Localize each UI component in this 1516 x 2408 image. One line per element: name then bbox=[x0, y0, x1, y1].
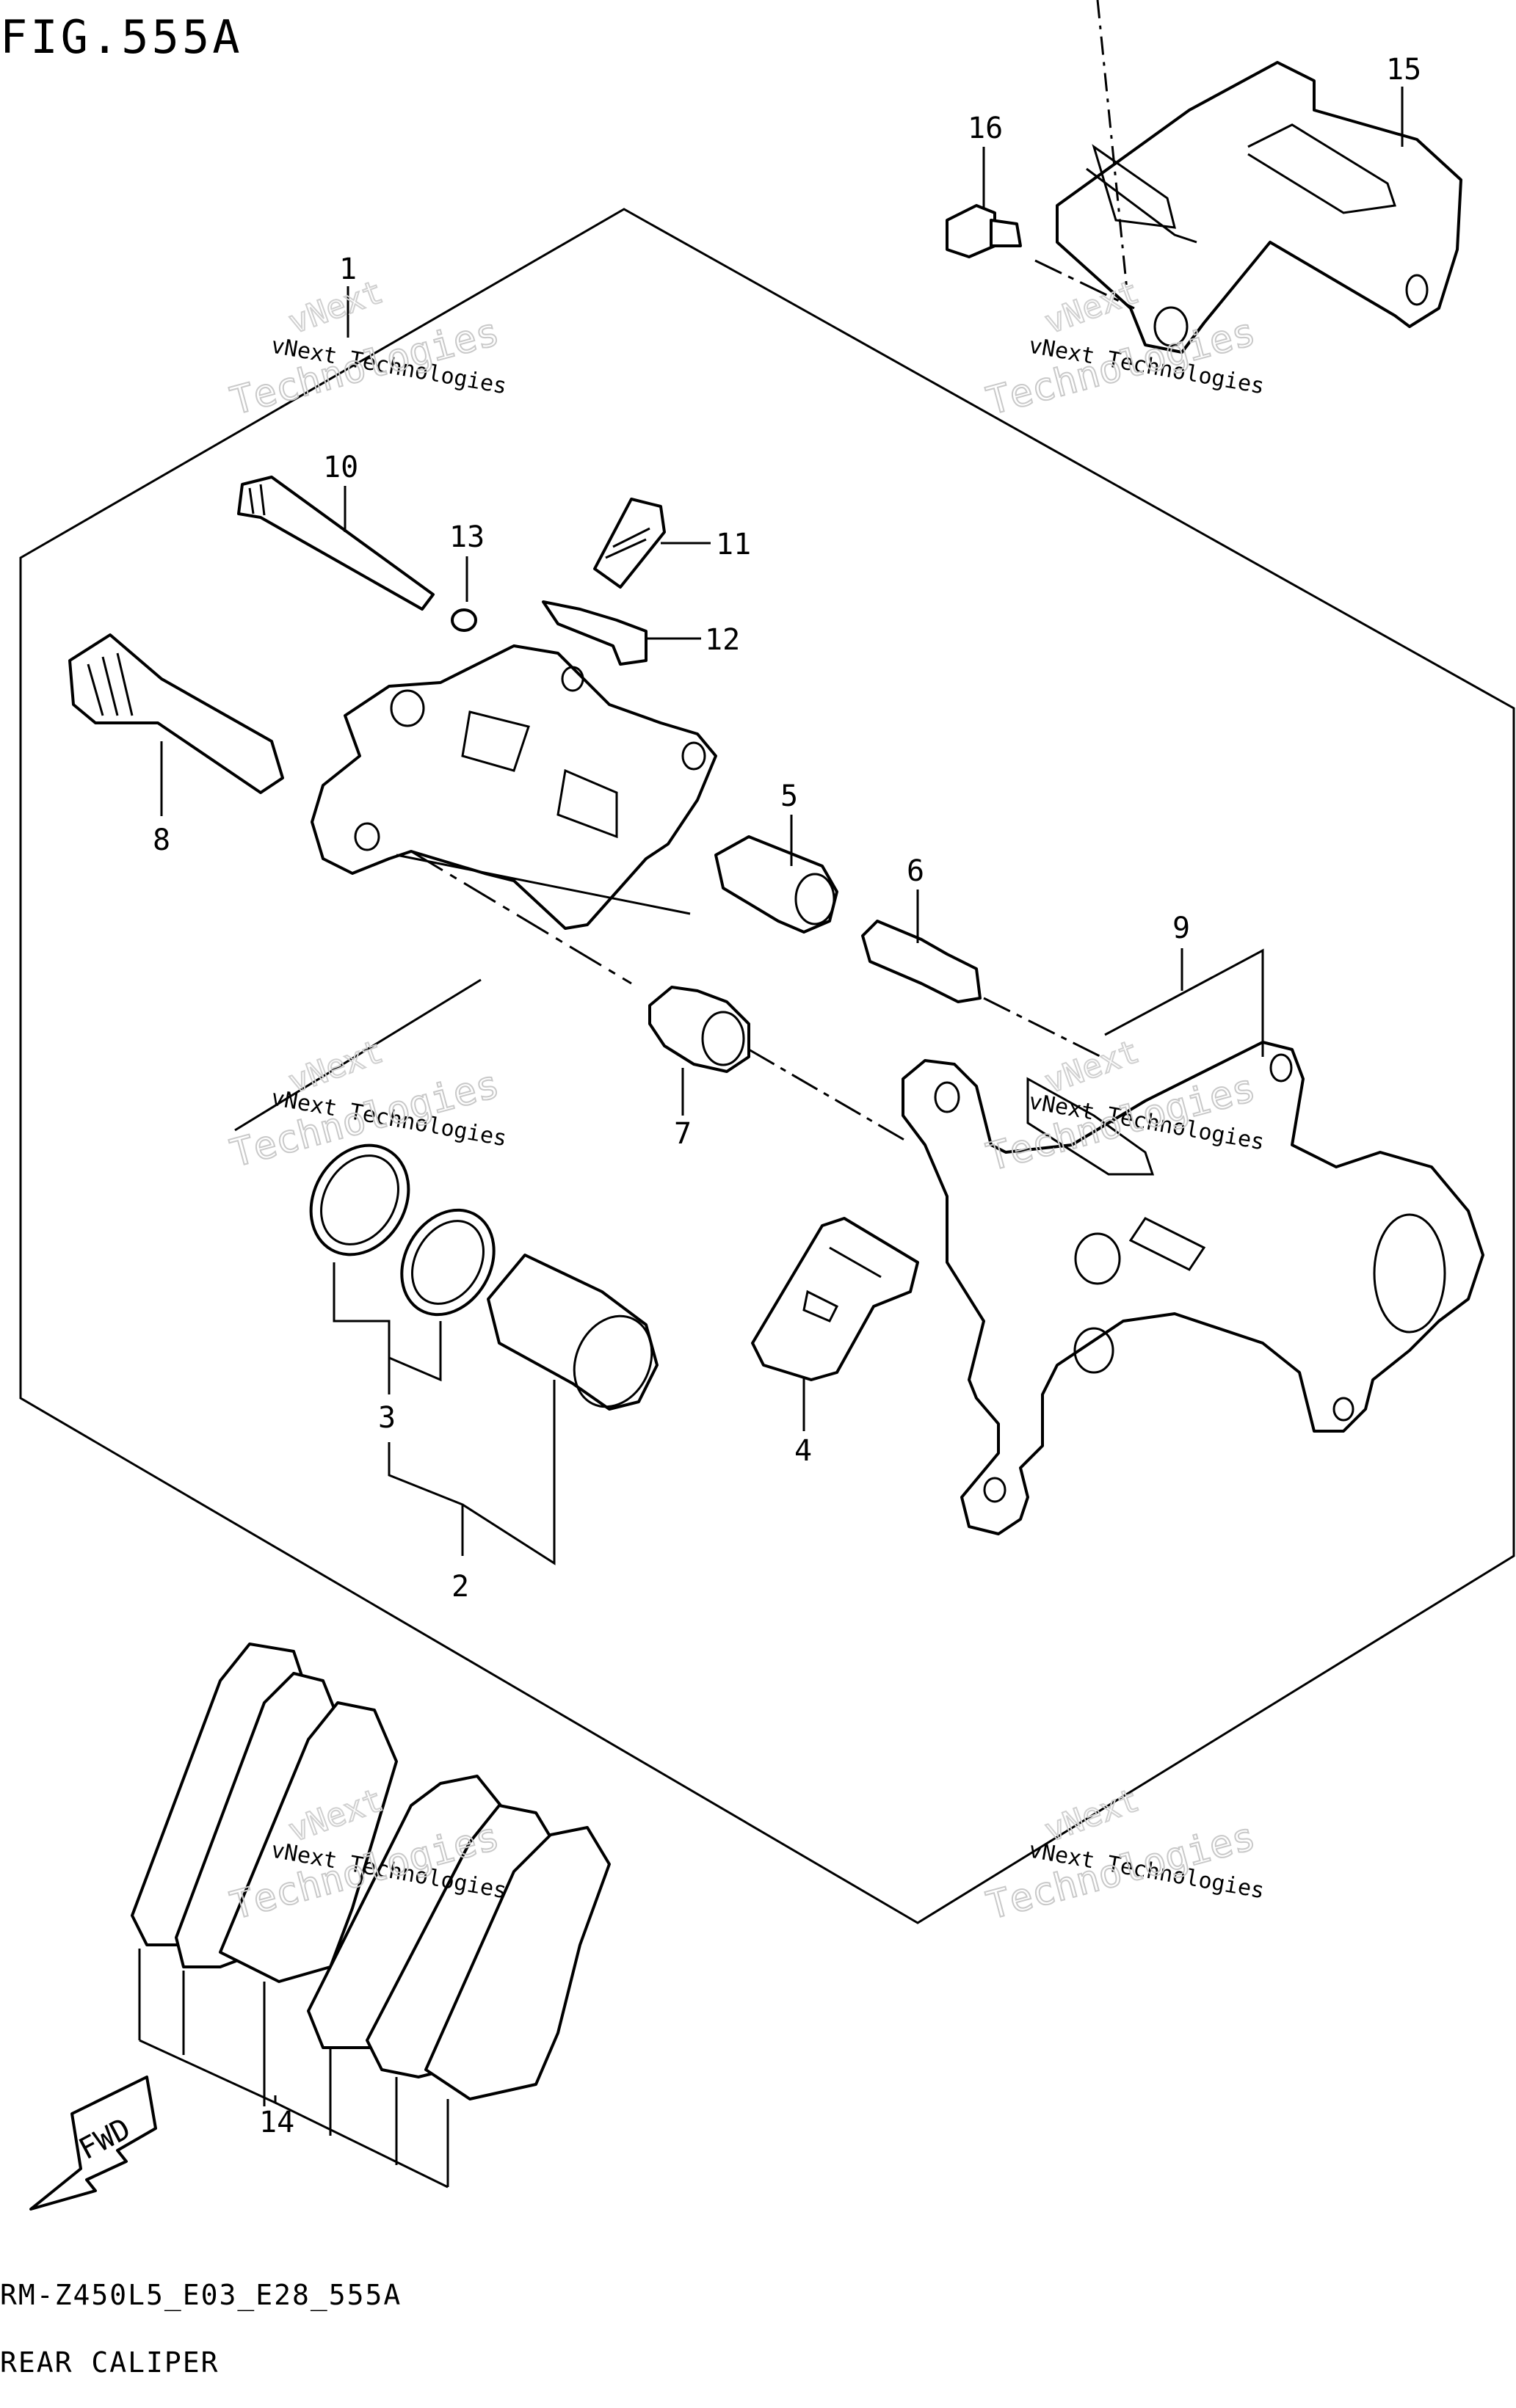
callout-8: 8 bbox=[153, 823, 170, 857]
callout-12: 12 bbox=[705, 623, 740, 657]
part-8-main-pin bbox=[68, 633, 284, 794]
callout-1: 1 bbox=[339, 252, 357, 286]
part-14-brake-pads bbox=[131, 1643, 611, 2187]
part-12-cap bbox=[542, 600, 648, 666]
part-1-caliper-body bbox=[311, 644, 717, 930]
watermark-6: vNext vNext Technologies Technologies bbox=[982, 1780, 1266, 1929]
part-7-boot bbox=[648, 986, 750, 1073]
part-13-oring bbox=[451, 608, 477, 632]
leader-9a bbox=[1104, 948, 1264, 1057]
part-2-piston bbox=[487, 1254, 659, 1411]
leader-2a bbox=[388, 1442, 464, 1556]
leader-14b bbox=[275, 2101, 449, 2189]
callout-9: 9 bbox=[1172, 912, 1190, 945]
leader-dash-6 bbox=[983, 997, 1102, 1058]
svg-text:vNext: vNext bbox=[283, 273, 388, 341]
assembly-frame bbox=[19, 208, 1515, 1924]
callout-5: 5 bbox=[780, 779, 798, 813]
leader-3b bbox=[388, 1321, 442, 1382]
part-15-bracket bbox=[1056, 61, 1462, 354]
figure-code: RM-Z450L5_E03_E28_555A bbox=[0, 2279, 402, 2312]
callout-3: 3 bbox=[378, 1401, 396, 1435]
svg-text:vNext: vNext bbox=[1040, 1033, 1144, 1101]
callout-11: 11 bbox=[716, 528, 751, 561]
leader-3a bbox=[333, 1262, 391, 1394]
callout-10: 10 bbox=[323, 451, 358, 484]
leader-2b bbox=[462, 1380, 556, 1565]
leader-dash-7 bbox=[748, 1048, 907, 1143]
part-3-seals bbox=[309, 1143, 496, 1317]
svg-text:vNext: vNext bbox=[1040, 273, 1144, 341]
fwd-arrow: FWD bbox=[29, 2076, 157, 2211]
part-10-pin bbox=[237, 476, 435, 611]
figure-name: REAR CALIPER bbox=[0, 2346, 220, 2379]
callout-2: 2 bbox=[451, 1570, 469, 1604]
callout-16: 16 bbox=[968, 112, 1003, 145]
leader-dash-16-15 bbox=[1034, 259, 1135, 310]
callout-7: 7 bbox=[674, 1117, 692, 1151]
part-9-support-bracket bbox=[902, 1041, 1484, 1535]
leader-14a bbox=[139, 2039, 277, 2105]
caliper-edge bbox=[396, 854, 691, 915]
part-11-bleeder bbox=[593, 498, 666, 589]
leader-dash-caliper bbox=[410, 850, 632, 985]
watermark-1: vNext vNext Technologies Technologies bbox=[225, 272, 509, 424]
leader-dash-seal bbox=[234, 978, 482, 1132]
leader-dash-15 bbox=[1096, 0, 1128, 291]
part-16-bolt bbox=[946, 204, 1022, 258]
callout-14: 14 bbox=[259, 2106, 294, 2139]
svg-text:vNext: vNext bbox=[1040, 1781, 1144, 1849]
part-4-pad-spring bbox=[751, 1217, 919, 1381]
figure-title: FIG.555A bbox=[0, 10, 243, 64]
callout-15: 15 bbox=[1386, 53, 1421, 87]
callout-13: 13 bbox=[449, 520, 485, 554]
part-6-pin bbox=[861, 920, 982, 1003]
part-5-sleeve bbox=[714, 835, 838, 934]
callout-4: 4 bbox=[794, 1434, 812, 1468]
callout-6: 6 bbox=[907, 854, 924, 888]
